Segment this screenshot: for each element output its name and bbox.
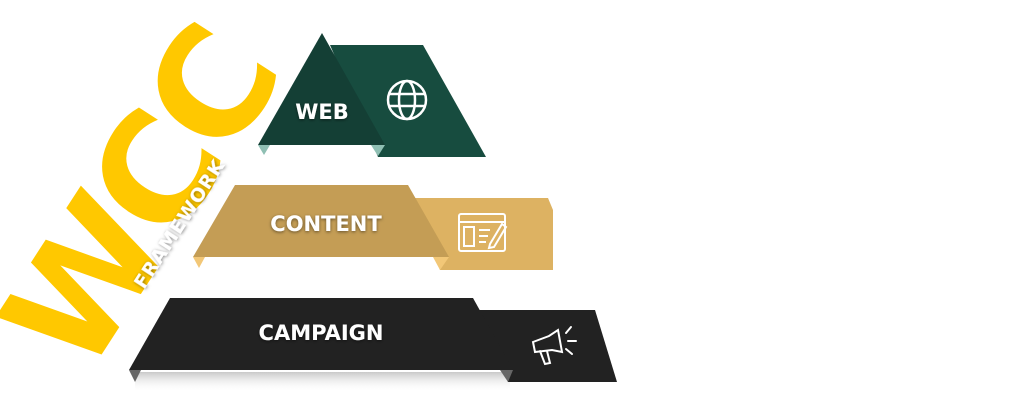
tier-label-campaign: CAMPAIGN — [259, 321, 384, 345]
tier-campaign: CAMPAIGN — [129, 298, 617, 392]
megaphone-icon — [531, 326, 577, 366]
web-front — [258, 33, 385, 145]
tier-label-web: WEB — [295, 100, 349, 124]
web-content-edit-icon — [458, 213, 508, 252]
tier-web: WEB — [258, 33, 486, 157]
campaign-back — [478, 310, 617, 382]
shadow — [135, 372, 510, 392]
content-front — [193, 185, 449, 257]
tier-content: CONTENT — [193, 185, 553, 270]
tier-label-content: CONTENT — [270, 212, 382, 236]
content-back — [415, 198, 553, 270]
campaign-front — [129, 298, 513, 370]
globe-icon — [386, 79, 428, 121]
